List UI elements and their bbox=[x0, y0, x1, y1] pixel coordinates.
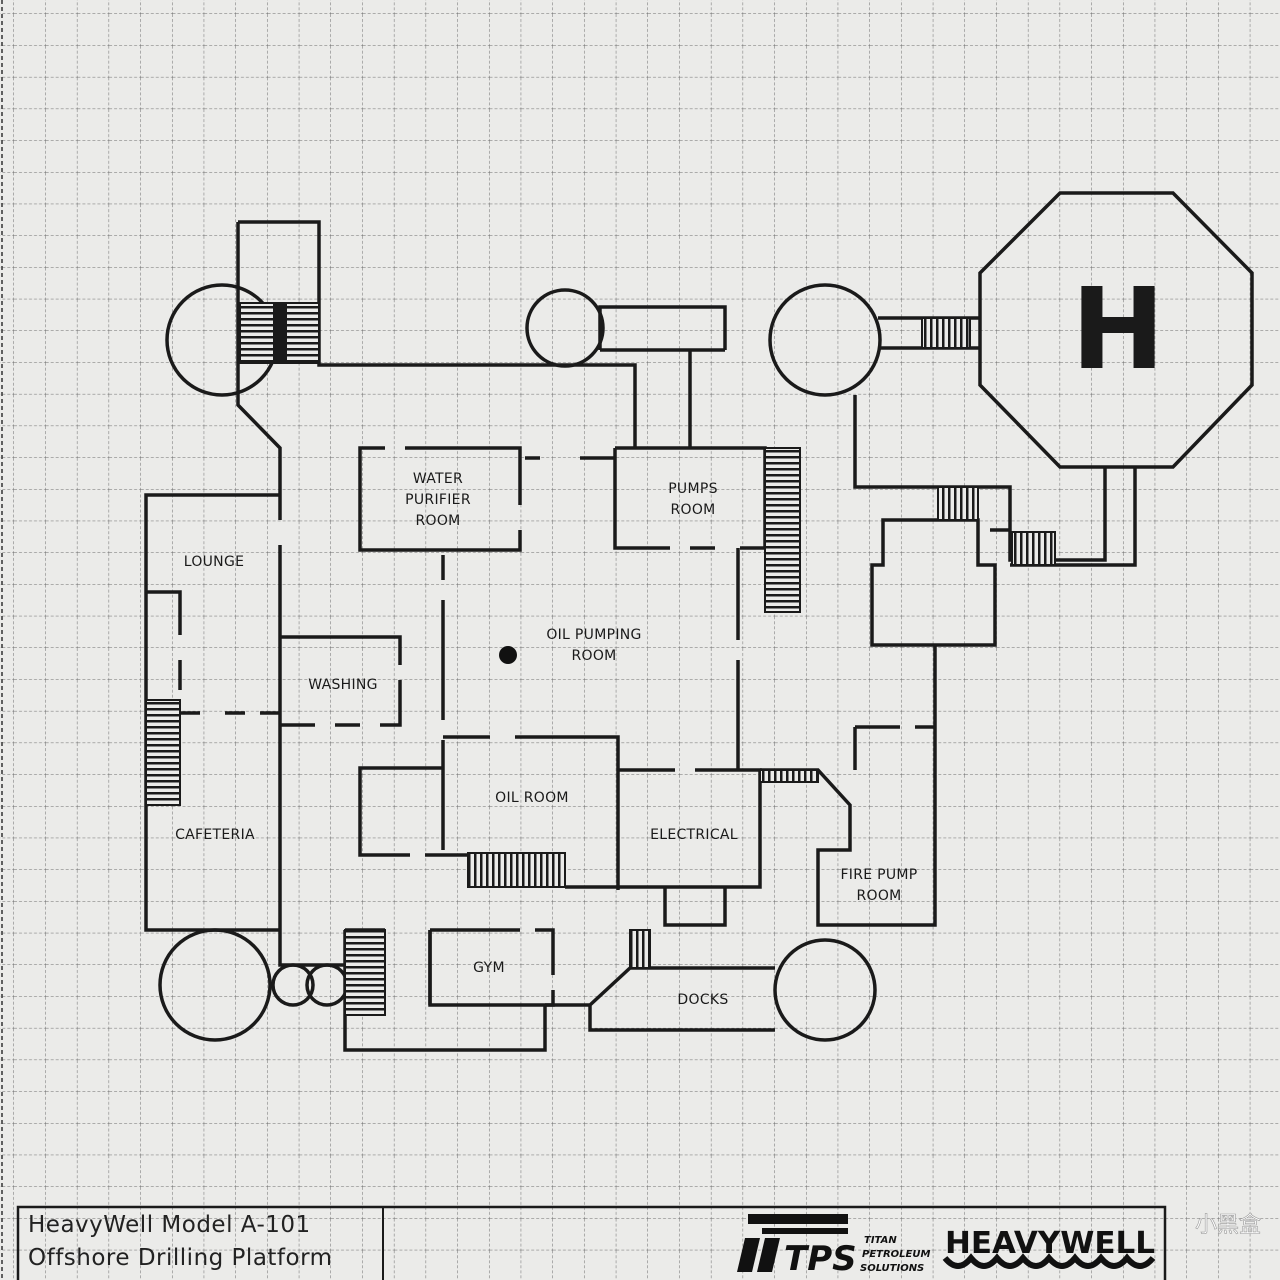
tps-logo-petroleum: PETROLEUM bbox=[862, 1249, 931, 1260]
tps-logo-titan: TITAN bbox=[864, 1235, 897, 1246]
label-oil-room: OIL ROOM bbox=[495, 790, 569, 806]
label-oil-pumping-2: ROOM bbox=[571, 648, 616, 664]
waves-icon bbox=[942, 1253, 1156, 1269]
label-docks: DOCKS bbox=[677, 992, 728, 1008]
tps-logo: TPS TITAN PETROLEUM SOLUTIONS bbox=[737, 1214, 931, 1279]
room-labels: WATER PURIFIER ROOM PUMPS ROOM LOUNGE OI… bbox=[175, 471, 917, 1008]
title-block: TPS TITAN PETROLEUM SOLUTIONS HEAVYWELL bbox=[16, 1205, 1167, 1280]
model-subtitle: Offshore Drilling Platform bbox=[28, 1245, 333, 1271]
stairs-right-1 bbox=[937, 486, 979, 521]
tps-logo-slash-2 bbox=[757, 1238, 780, 1272]
stairs-right-2 bbox=[1011, 531, 1056, 566]
label-cafeteria: CAFETERIA bbox=[175, 827, 255, 843]
helipad bbox=[978, 191, 1254, 469]
label-fire-pump-2: ROOM bbox=[856, 888, 901, 904]
watermark: 小黑盒 bbox=[1195, 1213, 1261, 1238]
label-pumps-1: PUMPS bbox=[668, 481, 718, 497]
label-pumps-2: ROOM bbox=[670, 502, 715, 518]
heavywell-logo: HEAVYWELL bbox=[942, 1226, 1156, 1269]
label-water-purifier-1: WATER bbox=[413, 471, 463, 487]
stairs-docks bbox=[629, 929, 651, 969]
stairs bbox=[145, 302, 1056, 1016]
tps-logo-solutions: SOLUTIONS bbox=[860, 1263, 924, 1274]
tps-logo-slash bbox=[737, 1238, 760, 1272]
label-gym: GYM bbox=[473, 960, 505, 976]
stairs-helipad-bridge bbox=[921, 317, 971, 349]
stairs-gym bbox=[344, 929, 386, 1016]
stairs-cafeteria bbox=[145, 699, 181, 806]
label-oil-pumping-1: OIL PUMPING bbox=[546, 627, 641, 643]
title-block-frame bbox=[16, 1205, 1167, 1280]
tps-logo-letters: TPS bbox=[784, 1239, 857, 1279]
label-water-purifier-2: PURIFIER bbox=[405, 492, 471, 508]
helipad-letter: H bbox=[1071, 265, 1165, 395]
label-electrical: ELECTRICAL bbox=[650, 827, 738, 843]
tps-logo-bar-2 bbox=[762, 1228, 848, 1234]
label-fire-pump-1: FIRE PUMP bbox=[840, 867, 917, 883]
label-washing: WASHING bbox=[308, 677, 378, 693]
model-title: HeavyWell Model A-101 bbox=[28, 1212, 311, 1238]
location-marker bbox=[499, 646, 517, 664]
tps-logo-bar bbox=[748, 1214, 848, 1224]
stairs-pumps bbox=[764, 447, 801, 613]
stairs-fire-pump bbox=[759, 769, 819, 783]
stairs-divider bbox=[273, 302, 287, 364]
label-water-purifier-3: ROOM bbox=[415, 513, 460, 529]
label-lounge: LOUNGE bbox=[184, 554, 245, 570]
stairs-oil-room bbox=[467, 852, 566, 888]
